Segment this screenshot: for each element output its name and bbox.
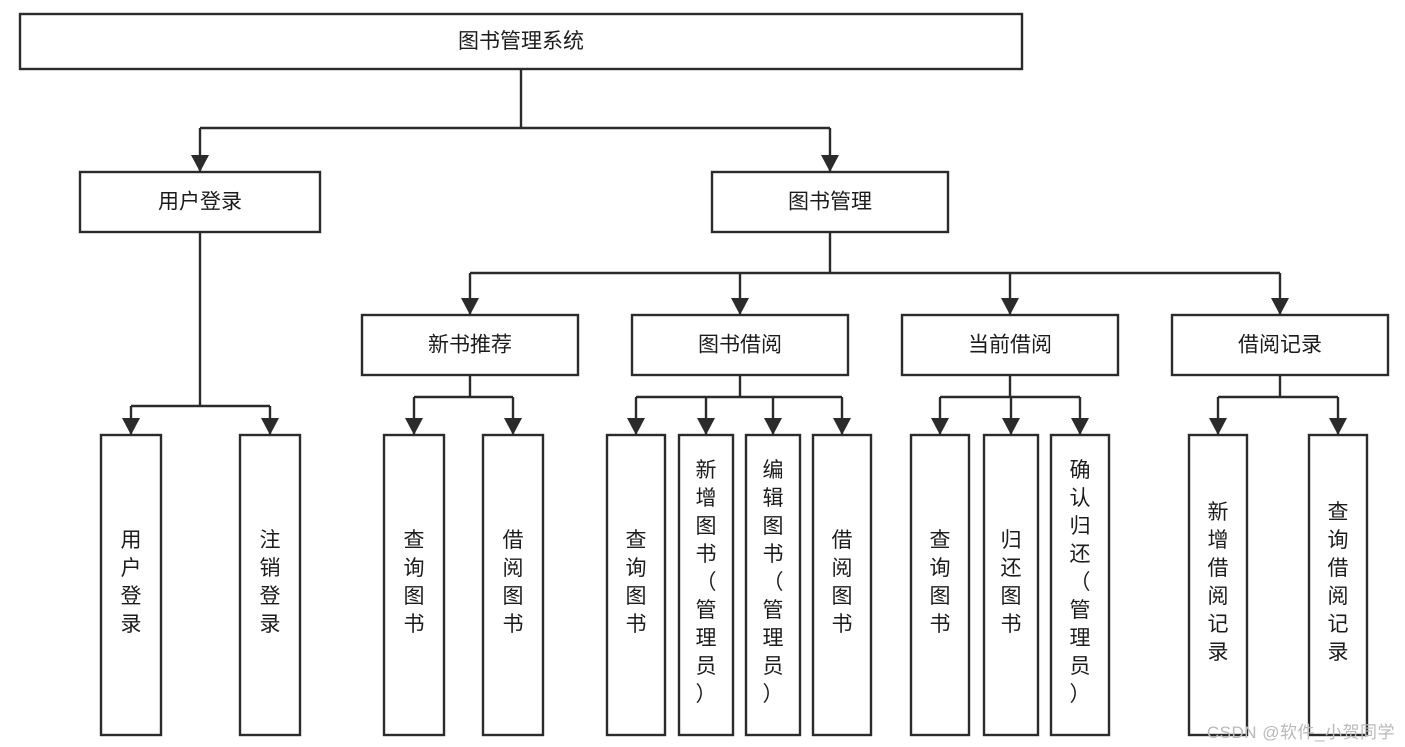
- node-leaf-query-book-3[interactable]: 查询图书: [909, 433, 971, 737]
- node-borrow-record[interactable]: 借阅记录: [1170, 313, 1390, 377]
- connector-arrow: [1209, 418, 1227, 435]
- node-box-leaf-query-book-2: [605, 433, 667, 737]
- node-box-leaf-add-book: [677, 433, 735, 737]
- node-label-new-book-rec: 新书推荐: [428, 334, 512, 357]
- connector-arrow: [1271, 298, 1289, 315]
- node-label-book-manage: 图书管理: [788, 191, 872, 214]
- node-label-leaf-user-login: 用户登录: [121, 529, 142, 636]
- connector-arrow: [731, 298, 749, 315]
- node-box-book-borrow: [630, 313, 850, 377]
- node-label-leaf-add-record: 新增借阅记录: [1208, 501, 1229, 664]
- node-box-borrow-record: [1170, 313, 1390, 377]
- connector-arrow: [627, 418, 645, 435]
- connector-arrow: [764, 418, 782, 435]
- connector-arrow: [1329, 418, 1347, 435]
- node-label-leaf-return-book: 归还图书: [1001, 529, 1022, 636]
- node-box-leaf-edit-book: [744, 433, 802, 737]
- node-box-user-login: [78, 170, 322, 234]
- node-box-leaf-confirm-return: [1049, 433, 1111, 737]
- node-box-new-book-rec: [360, 313, 580, 377]
- node-root[interactable]: 图书管理系统: [18, 12, 1024, 71]
- node-label-book-borrow: 图书借阅: [698, 334, 782, 357]
- node-current-borrow[interactable]: 当前借阅: [900, 313, 1120, 377]
- node-leaf-confirm-return[interactable]: 确认归还（管理员）: [1049, 433, 1111, 737]
- connector-arrow: [833, 418, 851, 435]
- node-box-leaf-return-book: [982, 433, 1040, 737]
- node-box-leaf-user-login: [99, 433, 163, 737]
- connector-arrow: [191, 155, 209, 172]
- node-box-book-manage: [710, 170, 950, 234]
- node-leaf-edit-book[interactable]: 编辑图书（管理员）: [744, 433, 802, 737]
- node-layer: 图书管理系统用户登录图书管理新书推荐图书借阅当前借阅借阅记录用户登录注销登录查询…: [18, 12, 1390, 737]
- node-label-leaf-confirm-return: 确认归还（管理员）: [1070, 459, 1091, 706]
- node-leaf-user-login[interactable]: 用户登录: [99, 433, 163, 737]
- connector-arrow: [405, 418, 423, 435]
- node-leaf-borrow-book-2[interactable]: 借阅图书: [811, 433, 873, 737]
- node-box-leaf-borrow-book-1: [481, 433, 545, 737]
- node-leaf-query-book-2[interactable]: 查询图书: [605, 433, 667, 737]
- connector-arrow: [461, 298, 479, 315]
- node-label-leaf-borrow-book-2: 借阅图书: [832, 529, 853, 636]
- node-leaf-return-book[interactable]: 归还图书: [982, 433, 1040, 737]
- node-user-login[interactable]: 用户登录: [78, 170, 322, 234]
- node-box-leaf-borrow-book-2: [811, 433, 873, 737]
- node-label-user-login: 用户登录: [158, 191, 242, 214]
- node-book-manage[interactable]: 图书管理: [710, 170, 950, 234]
- node-label-root: 图书管理系统: [458, 30, 584, 53]
- node-label-leaf-query-book-3: 查询图书: [930, 529, 951, 636]
- node-label-leaf-edit-book: 编辑图书（管理员）: [763, 459, 784, 706]
- connector-arrow: [1001, 298, 1019, 315]
- node-leaf-add-book[interactable]: 新增图书（管理员）: [677, 433, 735, 737]
- node-label-leaf-query-book-2: 查询图书: [626, 529, 647, 636]
- connector-arrow: [261, 418, 279, 435]
- node-box-leaf-query-book-1: [382, 433, 446, 737]
- node-label-leaf-query-record: 查询借阅记录: [1328, 501, 1349, 664]
- node-new-book-rec[interactable]: 新书推荐: [360, 313, 580, 377]
- node-label-borrow-record: 借阅记录: [1238, 334, 1322, 357]
- connector-arrow: [697, 418, 715, 435]
- connector-arrow: [504, 418, 522, 435]
- node-box-leaf-add-record: [1187, 433, 1249, 737]
- node-box-current-borrow: [900, 313, 1120, 377]
- node-book-borrow[interactable]: 图书借阅: [630, 313, 850, 377]
- node-box-root: [18, 12, 1024, 71]
- connector-arrow: [931, 418, 949, 435]
- connector-arrow: [1071, 418, 1089, 435]
- node-leaf-query-book-1[interactable]: 查询图书: [382, 433, 446, 737]
- connector-layer: [122, 69, 1347, 435]
- node-leaf-add-record[interactable]: 新增借阅记录: [1187, 433, 1249, 737]
- connector-arrow: [821, 155, 839, 172]
- node-label-leaf-borrow-book-1: 借阅图书: [503, 529, 524, 636]
- node-box-leaf-user-logout: [238, 433, 302, 737]
- node-label-leaf-query-book-1: 查询图书: [404, 529, 425, 636]
- connector-arrow: [122, 418, 140, 435]
- node-label-current-borrow: 当前借阅: [968, 334, 1052, 357]
- node-leaf-query-record[interactable]: 查询借阅记录: [1307, 433, 1369, 737]
- node-leaf-user-logout[interactable]: 注销登录: [238, 433, 302, 737]
- node-label-leaf-add-book: 新增图书（管理员）: [696, 459, 717, 706]
- node-box-leaf-query-record: [1307, 433, 1369, 737]
- node-leaf-borrow-book-1[interactable]: 借阅图书: [481, 433, 545, 737]
- node-box-leaf-query-book-3: [909, 433, 971, 737]
- connector-arrow: [1002, 418, 1020, 435]
- node-label-leaf-user-logout: 注销登录: [260, 529, 281, 636]
